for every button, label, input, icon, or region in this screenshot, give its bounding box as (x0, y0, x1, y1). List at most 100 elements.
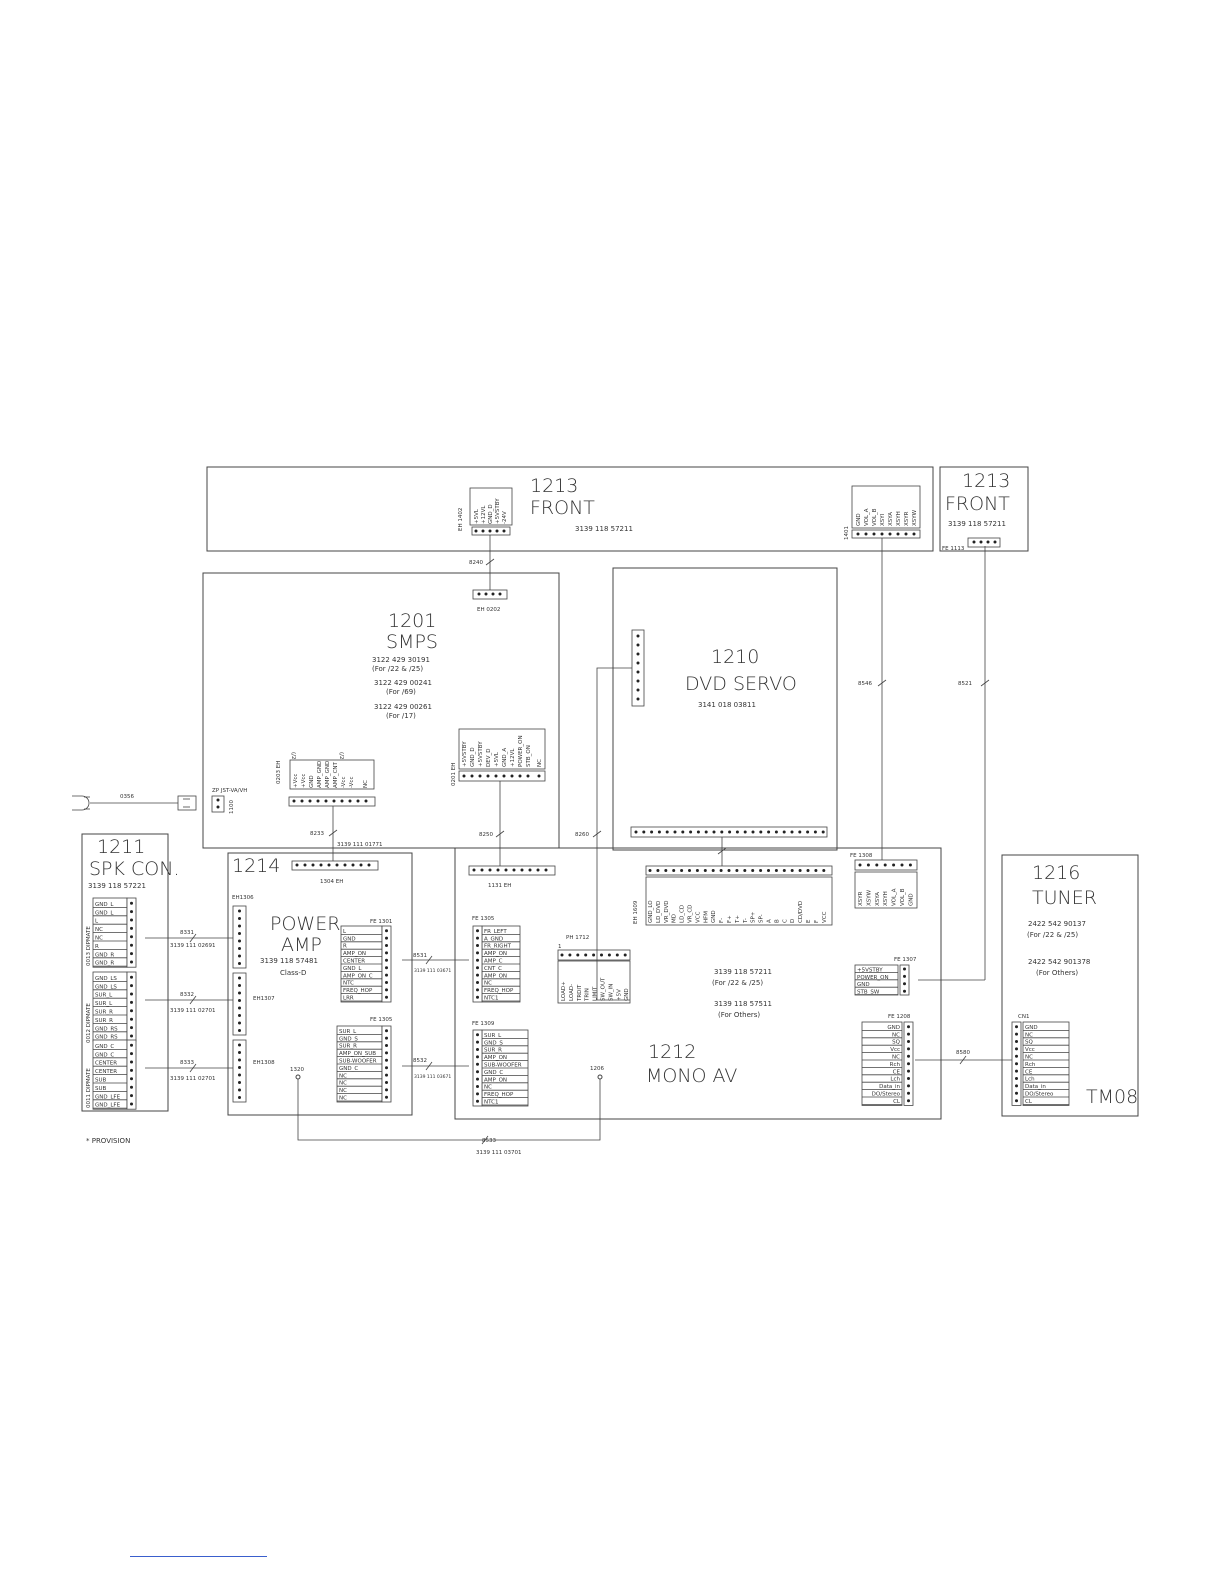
amp-name-b: AMP (281, 934, 322, 956)
pin-label: AMP_ON (484, 1055, 507, 1061)
pin-label: NTC1 (484, 1100, 499, 1106)
pin-label: Data_in (1025, 1084, 1046, 1090)
pin-label: GND_S (339, 1036, 358, 1042)
pin-label: SUB (95, 1086, 107, 1092)
cable-8331-part: 3139 111 02691 (170, 943, 216, 949)
pin-label: SW_IN (608, 984, 614, 1001)
pin-label: +5VL (474, 508, 480, 524)
pin-label: F- (719, 918, 725, 923)
pin-label: D (790, 919, 796, 923)
pin-label: VOL_A (864, 508, 870, 526)
av-part-b: 3139 118 57511 (714, 1000, 772, 1008)
pin-label: AMP_ON_C (343, 973, 373, 979)
front-main-pins-left: +5VL +12VL GND_D +5VSTBY -24V (474, 498, 508, 524)
front-main-conn-left: EH 1402 (458, 508, 464, 531)
av-conn-ph: PH 1712 (566, 935, 589, 941)
pin-label: F+ (727, 915, 733, 923)
pin-label: LOAD+ (561, 981, 567, 1001)
pin-label: FREQ_HOP (484, 988, 514, 994)
cable-8332-part: 3139 111 02701 (170, 1008, 216, 1014)
pin-label: GND_C (339, 1066, 358, 1072)
pin-label: +5VSTBY (495, 498, 501, 524)
pin-label: XSYW (912, 509, 918, 526)
av-conn-1307: FE 1307 (894, 957, 917, 963)
pin-label: TRDIT (577, 984, 583, 1002)
pin-label: STB_ON (526, 745, 532, 767)
dvd-name: DVD SERVO (685, 673, 797, 695)
pin-label: SUB-WOOFER (339, 1059, 377, 1065)
pin-label: XSYH (896, 511, 902, 526)
pin-label: NC (484, 1085, 492, 1091)
pin-label: L (95, 919, 99, 925)
tuner-name: TUNER (1032, 887, 1097, 909)
cable-8331: 8331 (180, 930, 194, 936)
pin-label: Vcc (890, 1047, 900, 1053)
pin-label: Data_in (879, 1084, 900, 1090)
pin-label: Lch (1025, 1077, 1035, 1083)
pin-label: T- (743, 918, 749, 924)
amp-conn-fe1: FE 1301 (370, 919, 392, 925)
tuner-part-a-note: (For /22 & /25) (1027, 931, 1078, 939)
av-conn-1308: FE 1308 (850, 853, 873, 859)
pin-label: Rch (890, 1062, 901, 1068)
front-main-pins-right: GND VOL_A VOL_B XSYI XSYA XSYH XSYR XSYW (856, 508, 918, 526)
pin-label: GND_RS (95, 1026, 118, 1032)
av-conn-top: 1131 EH (488, 883, 511, 889)
pin-label: AMP_ON_SUB (339, 1051, 376, 1057)
cable-8333-part: 3139 111 02701 (170, 1076, 216, 1082)
pin-label: VOL_B (872, 508, 878, 526)
smps-part-note: (For /22 & /25) (372, 665, 423, 673)
dvd-part: 3141 018 03811 (698, 701, 756, 709)
cable-8533: 8533 (482, 1138, 496, 1144)
pin-label: +5VSTBY (462, 741, 468, 767)
pin-label: GND (624, 988, 630, 1001)
pin-label: SUR_R (484, 1048, 502, 1054)
pin-label: SUR_L (339, 1029, 357, 1035)
pin-label: LOAD- (569, 984, 575, 1001)
cable-8532: 8532 (413, 1058, 427, 1064)
pin-label: GND_L (95, 910, 114, 916)
pin-label: XSYH (883, 891, 889, 906)
pin-label: GND_R (95, 961, 114, 967)
pin-label: GND_LS (95, 984, 117, 990)
pin-label: CNT_C (484, 966, 502, 972)
pin-label: CE (1025, 1069, 1033, 1075)
pin-label: VOL_A (892, 888, 898, 906)
smps-part-note: (For /17) (386, 712, 416, 720)
pin-label: T+ (735, 915, 741, 924)
pin-label: NC (1025, 1055, 1033, 1061)
pin-label: Vcc (1025, 1047, 1035, 1053)
pin-label: XSYR (858, 891, 864, 906)
amp-conn-c: EH1308 (253, 1060, 275, 1066)
pin-label: VOL_B (900, 888, 906, 906)
cable-8532-part: 3139 111 03671 (414, 1074, 451, 1080)
smps-conn-left-ref: 1100 (229, 800, 235, 814)
pin-label: AMP_ON (343, 951, 366, 957)
pin-label: NC (363, 780, 369, 788)
pin-label: GND_LS (95, 976, 117, 982)
pin-label: XSYA (888, 512, 894, 526)
pin-label: AMP_GND (325, 761, 331, 788)
pin-label: NC (95, 927, 103, 933)
av-conn-1309: FE 1309 (472, 1021, 495, 1027)
front-small-name: FRONT (945, 493, 1010, 515)
pin-label: GND_C (95, 1044, 114, 1050)
pin-label: +5VSTBY (478, 741, 484, 767)
footer-link-line (130, 1556, 267, 1557)
pin-label: L (343, 929, 347, 935)
pin-label: CL (893, 1099, 901, 1105)
cable-8233-part: 3139 111 01771 (337, 842, 383, 848)
pin-label: STB_SW (857, 990, 880, 996)
pin-label: GND_RS (95, 1035, 118, 1041)
pin-label: SUR_L (95, 993, 113, 999)
pin-label: POWER_ON (518, 735, 524, 767)
tuner-id: 1216 (1032, 862, 1080, 884)
pin-label: NTC1 (484, 996, 499, 1002)
board-tuner: 1216 TUNER 2422 542 90137 (For /22 & /25… (1001, 854, 1139, 1117)
pin-label: +5VSTBY (857, 967, 883, 973)
provision-legend: * PROVISION (86, 1137, 130, 1145)
pin-label: VCC (695, 911, 701, 923)
front-small-conn: FE 1113 (942, 546, 965, 552)
cable-8233: 8233 (310, 831, 324, 837)
cable-8546: 8546 (858, 681, 872, 687)
